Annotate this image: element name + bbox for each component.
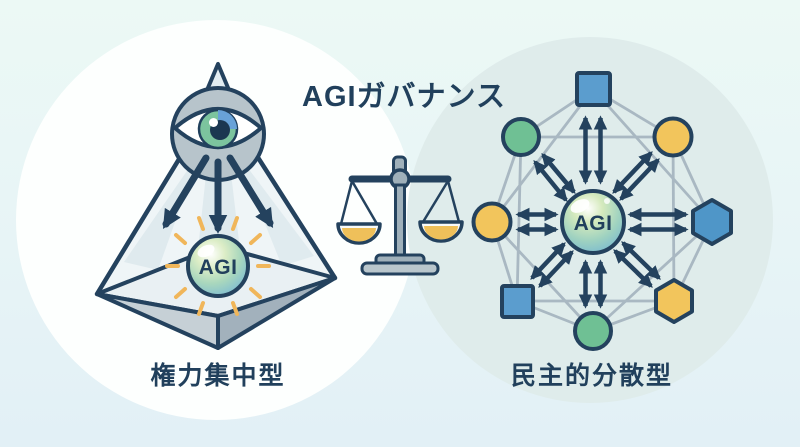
agi-core-left-highlight xyxy=(197,244,215,258)
scale-strings xyxy=(339,180,461,225)
eye-highlight xyxy=(209,118,218,127)
bidirectional-arrows xyxy=(515,115,689,309)
network-node-circle-upper-left xyxy=(501,117,541,157)
agi-core-right-label: AGI xyxy=(574,212,613,235)
balance-scale-icon xyxy=(336,155,464,276)
network-node-circle-left xyxy=(471,201,513,243)
network-node-square-lower-left xyxy=(500,284,535,319)
network-node-hexagon-right xyxy=(691,198,733,246)
sunburst-rays xyxy=(165,216,271,316)
decentralized-network-group: AGI 民主的分散型 xyxy=(471,71,733,390)
network-node-circle-upper-right xyxy=(652,116,694,158)
scale-post xyxy=(394,183,406,260)
left-caption: 権力集中型 xyxy=(150,361,285,390)
scale-pan-left xyxy=(336,222,382,245)
agi-core-right-glint xyxy=(604,198,610,204)
agi-core-right-highlight xyxy=(570,199,590,213)
platform-face-right xyxy=(216,276,337,350)
agi-core-left-label: AGI xyxy=(199,256,238,279)
control-arrows xyxy=(162,154,274,234)
network-node-circle-bottom xyxy=(573,311,613,351)
scale-base-lower xyxy=(360,261,440,276)
page-title: AGIガバナンス xyxy=(302,80,506,113)
right-caption: 民主的分散型 xyxy=(511,361,673,390)
network-node-square-top xyxy=(575,71,612,107)
scale-pan-right xyxy=(418,220,464,243)
network-node-hexagon-lower-right xyxy=(654,278,694,324)
centralized-pyramid-group: AGI 権力集中型 xyxy=(94,62,338,390)
